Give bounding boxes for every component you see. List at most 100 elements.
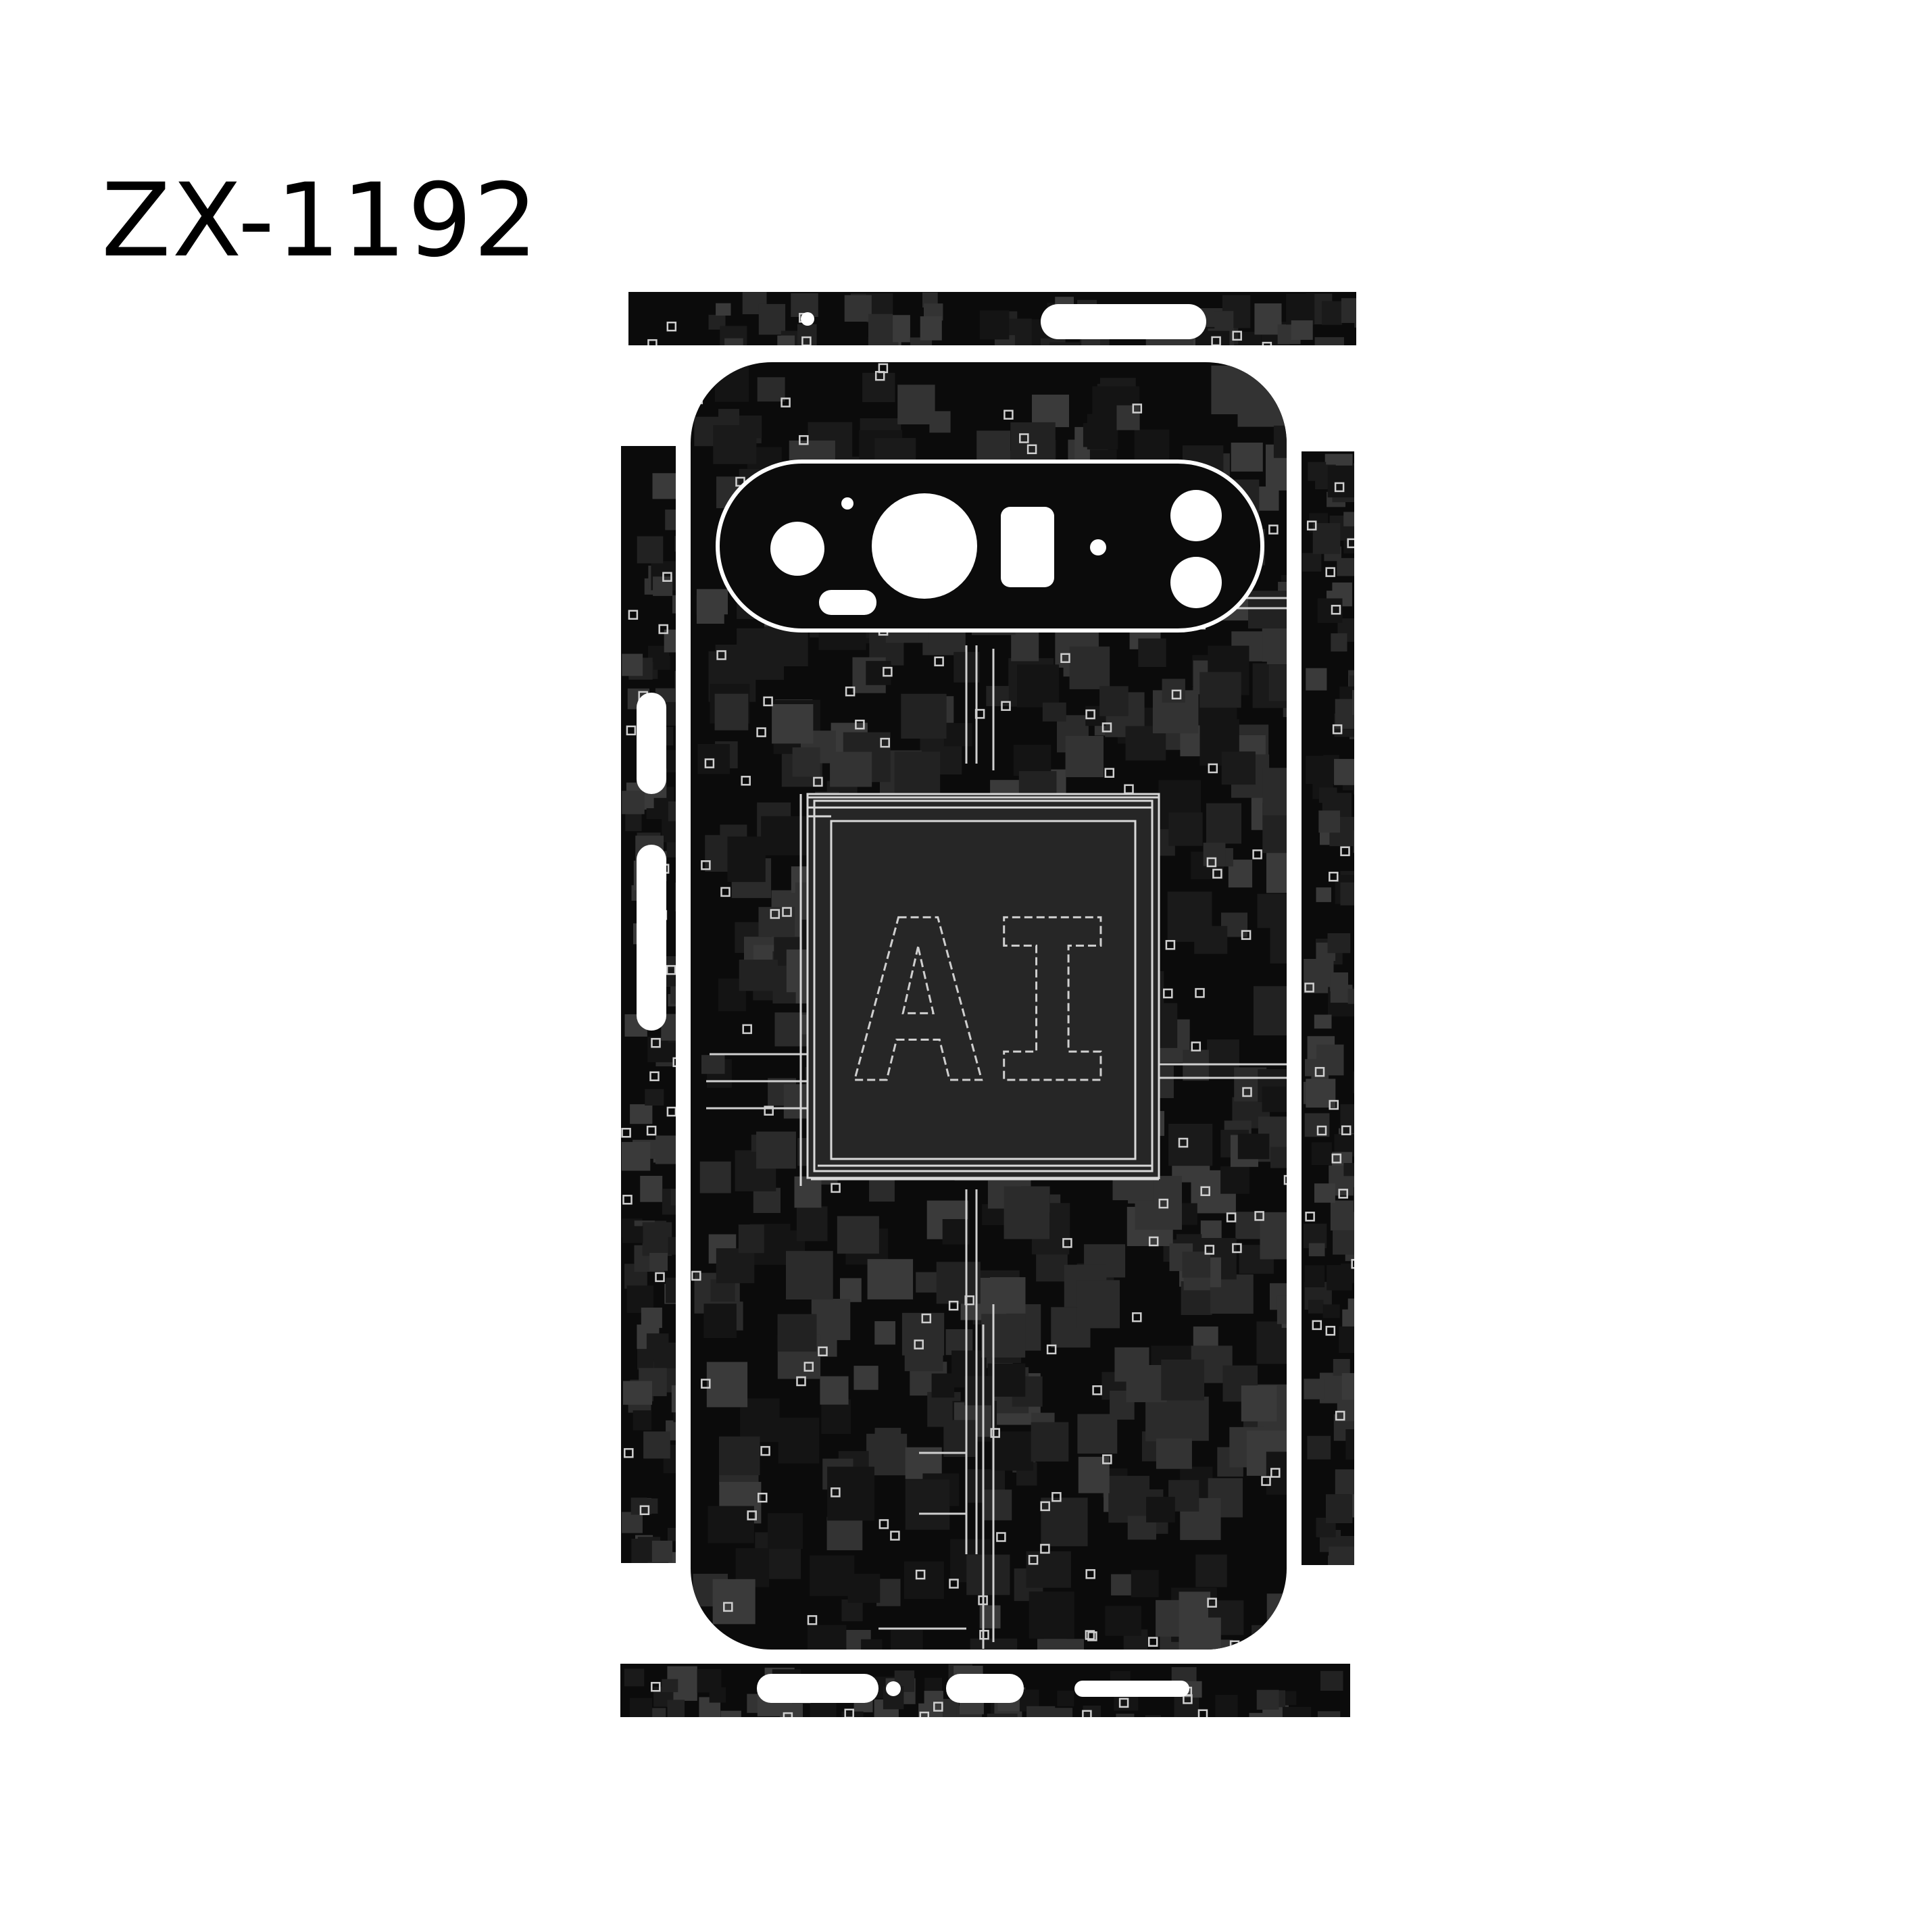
circuit-node bbox=[996, 1532, 1006, 1542]
circuit-node bbox=[933, 1702, 943, 1712]
texture-tile bbox=[753, 1187, 781, 1213]
texture-tile bbox=[1260, 1212, 1287, 1260]
texture-tile bbox=[1352, 690, 1354, 715]
texture-tile bbox=[1256, 1321, 1287, 1364]
texture-tile bbox=[868, 314, 893, 343]
texture-tile bbox=[1331, 633, 1347, 652]
circuit-node bbox=[781, 397, 791, 407]
circuit-node bbox=[880, 737, 890, 748]
texture-tile bbox=[777, 1314, 817, 1352]
texture-tile bbox=[1283, 1610, 1287, 1650]
circuit-node bbox=[1101, 722, 1112, 733]
circuit-node bbox=[855, 719, 865, 730]
texture-tile bbox=[655, 1135, 676, 1164]
circuit-node bbox=[742, 1024, 752, 1035]
ai-chip-box bbox=[799, 793, 1160, 1186]
top-edge-strip bbox=[628, 292, 1356, 345]
circuit-node bbox=[691, 1270, 701, 1281]
circuit-node bbox=[1341, 1125, 1352, 1135]
circuit-node bbox=[878, 363, 889, 374]
circuit-node bbox=[1178, 1137, 1189, 1148]
circuit-node bbox=[1261, 1476, 1271, 1486]
circuit-node bbox=[1254, 1211, 1264, 1221]
circuit-node bbox=[915, 1569, 926, 1580]
texture-tile bbox=[1352, 469, 1354, 491]
circuit-node bbox=[1004, 410, 1014, 420]
texture-tile bbox=[645, 1089, 664, 1106]
texture-tile bbox=[625, 812, 642, 831]
speaker-slot-icon bbox=[1074, 1681, 1189, 1697]
texture-tile bbox=[1237, 1133, 1270, 1160]
texture-tile bbox=[703, 1304, 737, 1338]
texture-tile bbox=[1083, 1706, 1101, 1717]
texture-tile bbox=[1266, 1452, 1287, 1495]
texture-tile bbox=[1232, 332, 1262, 345]
circuit-node bbox=[1040, 1501, 1050, 1512]
circuit-node bbox=[1305, 1212, 1315, 1222]
texture-tile bbox=[1314, 337, 1344, 345]
texture-tile bbox=[1270, 1147, 1287, 1168]
circuit-node bbox=[621, 1128, 631, 1138]
circuit-node bbox=[1195, 988, 1205, 998]
texture-tile bbox=[1352, 463, 1354, 482]
texture-tile bbox=[1314, 1183, 1335, 1203]
texture-tile bbox=[712, 1579, 756, 1625]
right-side-strip bbox=[1302, 451, 1354, 1565]
circuit-node bbox=[1085, 1630, 1095, 1640]
texture-tile bbox=[891, 1630, 923, 1650]
circuit-node bbox=[1118, 1698, 1129, 1708]
texture-tile bbox=[664, 629, 676, 653]
texture-tile bbox=[1221, 751, 1256, 785]
texture-tile bbox=[1330, 972, 1348, 991]
circuit-node bbox=[1329, 1099, 1339, 1110]
texture-tile bbox=[706, 1362, 748, 1408]
texture-tile bbox=[830, 751, 872, 787]
circuit-node bbox=[1001, 701, 1011, 711]
texture-tile bbox=[1327, 933, 1351, 953]
texture-tile bbox=[1138, 638, 1166, 667]
texture-tile bbox=[1317, 1711, 1341, 1717]
circuit-node bbox=[666, 321, 677, 332]
circuit-node bbox=[1252, 849, 1262, 860]
texture-tile bbox=[1032, 395, 1069, 428]
circuit-node bbox=[1325, 567, 1335, 577]
circuit-node bbox=[801, 336, 812, 345]
circuit-node bbox=[1226, 1212, 1237, 1222]
circuit-node bbox=[1148, 1236, 1159, 1247]
texture-tile bbox=[1282, 1706, 1312, 1717]
texture-tile bbox=[1206, 803, 1242, 844]
texture-tile bbox=[1333, 1359, 1350, 1376]
texture-tile bbox=[697, 1668, 722, 1693]
texture-tile bbox=[647, 1562, 669, 1563]
circuit-node bbox=[844, 1708, 854, 1717]
texture-tile bbox=[1346, 626, 1354, 642]
texture-tile bbox=[920, 316, 942, 341]
texture-tile bbox=[652, 473, 676, 499]
circuit-node bbox=[1028, 1555, 1039, 1565]
circuit-node bbox=[1332, 724, 1343, 735]
texture-tile bbox=[942, 1219, 970, 1245]
texture-tile bbox=[1160, 1716, 1177, 1717]
circuit-node bbox=[1085, 709, 1095, 720]
main-camera-lens-icon bbox=[872, 493, 977, 599]
bottom-edge-strip bbox=[620, 1664, 1350, 1717]
circuit-node bbox=[763, 696, 773, 707]
lens-icon bbox=[1170, 490, 1222, 541]
texture-tile bbox=[794, 1176, 822, 1208]
texture-tile bbox=[847, 1573, 881, 1603]
circuit-node bbox=[1212, 868, 1222, 879]
circuit-node bbox=[807, 1615, 818, 1625]
texture-tile bbox=[696, 595, 724, 624]
circuit-node bbox=[1232, 330, 1242, 341]
circuit-node bbox=[658, 624, 668, 635]
texture-tile bbox=[641, 1308, 662, 1329]
texture-tile bbox=[1254, 303, 1282, 335]
left-side-strip bbox=[621, 446, 676, 1563]
circuit-node bbox=[1102, 1454, 1112, 1464]
circuit-node bbox=[666, 1106, 676, 1117]
circuit-node bbox=[1312, 1320, 1322, 1331]
texture-tile bbox=[622, 1226, 643, 1243]
circuit-node bbox=[770, 909, 781, 919]
circuit-node bbox=[1092, 1385, 1102, 1395]
texture-tile bbox=[1350, 1484, 1354, 1518]
